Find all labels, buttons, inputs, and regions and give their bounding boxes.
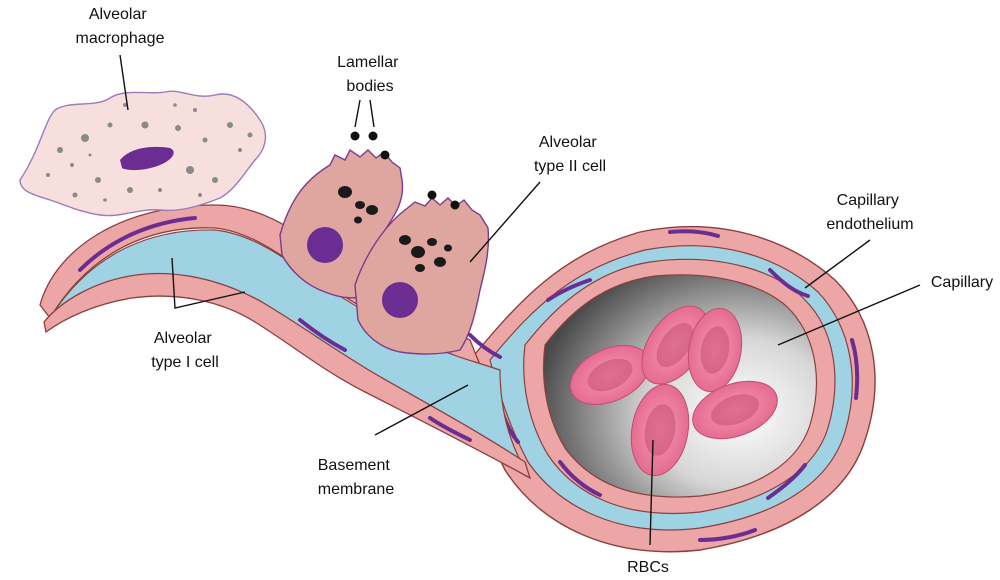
label-basement-membrane: Basement membrane — [318, 457, 395, 498]
endothelial-nucleus — [698, 528, 757, 542]
label-alveolar-type-ii: Alveolar type II cell — [534, 134, 606, 175]
endothelial-nucleus — [768, 268, 810, 298]
type-ii-cell-right — [354, 197, 490, 355]
type-ii-nucleus — [307, 227, 343, 263]
rbc — [687, 307, 743, 393]
macrophage-granules — [46, 103, 253, 202]
label-alveolar-type-i: Alveolar type I cell — [151, 330, 219, 371]
type-i-nucleus — [78, 216, 197, 272]
label-capillary-endothelium: Capillary endothelium — [826, 192, 913, 233]
label-capillary: Capillary — [931, 274, 993, 291]
endothelial-nucleus — [668, 229, 720, 238]
capillary-wall — [469, 225, 876, 553]
leader-lamellar-2 — [369, 99, 375, 128]
type-i-nucleus — [468, 333, 502, 359]
endothelial-nucleus — [850, 338, 860, 400]
rbc — [569, 344, 651, 406]
label-alveolar-macrophage: Alveolar macrophage — [76, 6, 165, 47]
leader-lines — [119, 54, 921, 546]
leader-type-ii — [469, 181, 541, 263]
endothelial-nucleus — [546, 278, 592, 302]
leader-endothelium — [804, 239, 871, 289]
capillary-lumen — [542, 274, 818, 498]
leader-lamellar-1 — [354, 99, 361, 128]
label-lamellar-bodies: Lamellar bodies — [337, 54, 403, 95]
leader-rbcs — [649, 439, 654, 546]
rbc — [692, 380, 778, 440]
label-rbcs: RBCs — [627, 559, 669, 576]
leader-capillary — [777, 284, 921, 346]
labels: Alveolar macrophage Lamellar bodies Alve… — [76, 6, 994, 576]
type-i-nucleus — [298, 318, 347, 352]
alveolar-type-ii-cells — [279, 131, 490, 355]
rbc — [630, 383, 690, 477]
endothelial-nucleus — [558, 460, 602, 497]
type-ii-nucleus — [382, 282, 418, 318]
leader-basement — [374, 384, 469, 436]
lamellar-bodies-secreted — [350, 131, 460, 210]
macrophage-nucleus — [120, 146, 174, 171]
rbc-group — [569, 305, 778, 477]
alveolar-macrophage — [19, 90, 267, 217]
lamellar-bodies-intracellular — [338, 186, 452, 272]
type-i-cell-lower — [43, 272, 532, 480]
endothelial-nucleus — [766, 463, 807, 500]
leader-type-i — [171, 257, 246, 309]
leader-macrophage — [119, 54, 129, 111]
type-i-nucleus — [428, 416, 472, 442]
